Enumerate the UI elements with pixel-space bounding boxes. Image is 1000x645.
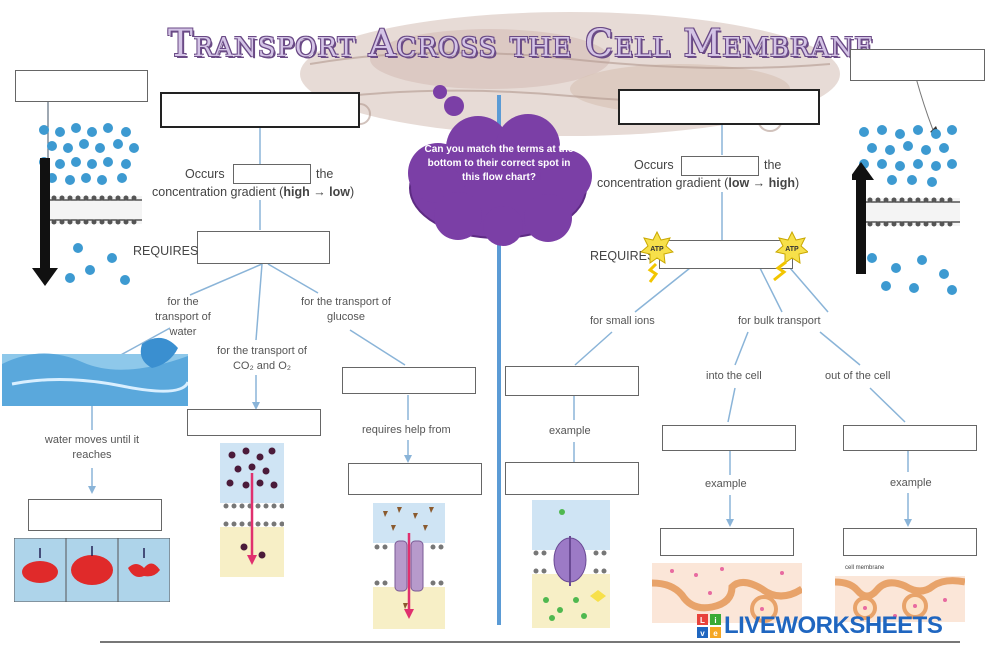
answer-box-into-example[interactable] xyxy=(660,528,794,556)
answer-box-passive-title[interactable] xyxy=(160,92,360,128)
answer-box-water-reaches[interactable] xyxy=(28,499,162,531)
red-blood-cells-image xyxy=(14,538,170,602)
water-moves-label: water moves until it reaches xyxy=(44,434,140,461)
requires-label-right: REQUIRES xyxy=(590,249,656,263)
answer-box-gases[interactable] xyxy=(187,409,321,436)
brand-wordmark[interactable]: LIVEWORKSHEETS xyxy=(724,612,943,639)
answer-box-top-left-corner[interactable] xyxy=(15,70,148,102)
bulk-transport-label: for bulk transport xyxy=(738,315,821,327)
atp-label-right: ATP xyxy=(785,246,799,253)
occurs-suffix-left: the xyxy=(316,167,334,181)
passive-membrane-illustration xyxy=(32,123,142,286)
svg-text:e: e xyxy=(713,629,718,638)
branch-water-label: for the transport of water xyxy=(155,296,211,338)
answer-box-active-direction[interactable] xyxy=(681,156,759,176)
answer-box-active-title[interactable] xyxy=(618,89,820,125)
active-membrane-illustration xyxy=(852,125,960,295)
example-ions-label: example xyxy=(549,425,591,437)
requires-label-left: REQUIRES xyxy=(133,244,199,258)
facilitated-diffusion-image xyxy=(373,503,445,629)
answer-box-small-ions[interactable] xyxy=(505,366,639,396)
protein-pump-image xyxy=(532,500,610,628)
answer-box-top-right-corner[interactable] xyxy=(850,49,985,81)
occurs-suffix-right: the xyxy=(764,158,782,172)
answer-box-out-example[interactable] xyxy=(843,528,977,556)
answer-box-glucose[interactable] xyxy=(342,367,476,394)
occurs-label-left: Occurs xyxy=(185,167,225,181)
answer-box-help-from[interactable] xyxy=(348,463,482,495)
exocytosis-image: cell membrane xyxy=(835,560,965,622)
out-of-cell-label: out of the cell xyxy=(825,370,891,382)
svg-text:v: v xyxy=(700,629,705,638)
answer-box-passive-direction[interactable] xyxy=(233,164,311,184)
example-out-label: example xyxy=(890,477,932,489)
answer-box-out-of-cell[interactable] xyxy=(843,425,977,451)
small-ions-label: for small ions xyxy=(590,315,655,327)
simple-diffusion-image xyxy=(220,443,284,577)
answer-box-active-requires[interactable] xyxy=(659,240,793,269)
endocytosis-image xyxy=(652,563,802,623)
center-divider xyxy=(497,95,501,625)
branch-gases-label: for the transport of CO₂ and O₂ xyxy=(217,345,307,372)
answer-box-passive-requires[interactable] xyxy=(197,231,330,264)
prompt-text: Can you match the terms at the bottom to… xyxy=(424,144,574,183)
cell-membrane-label: cell membrane xyxy=(845,565,885,571)
thought-cloud xyxy=(408,85,592,246)
branch-glucose-label: for the transport of glucose xyxy=(301,296,391,323)
atp-label-left: ATP xyxy=(650,246,664,253)
gradient-label-left: concentration gradient (high → low) xyxy=(152,185,355,199)
svg-text:L: L xyxy=(700,616,705,625)
svg-text:i: i xyxy=(714,616,716,625)
requires-help-label: requires help from xyxy=(362,424,451,436)
gradient-label-right: concentration gradient (low → high) xyxy=(597,176,800,190)
answer-box-into-cell[interactable] xyxy=(662,425,796,451)
example-into-label: example xyxy=(705,478,747,490)
atp-burst-right: ATP xyxy=(773,230,808,282)
page-title: Transport Across the Cell Membrane xyxy=(168,22,875,65)
bottom-rule xyxy=(100,641,960,643)
occurs-label-right: Occurs xyxy=(634,158,674,172)
into-cell-label: into the cell xyxy=(706,370,762,382)
answer-box-ions-example[interactable] xyxy=(505,462,639,495)
water-splash-image xyxy=(2,337,188,406)
atp-burst-left: ATP xyxy=(640,230,674,283)
